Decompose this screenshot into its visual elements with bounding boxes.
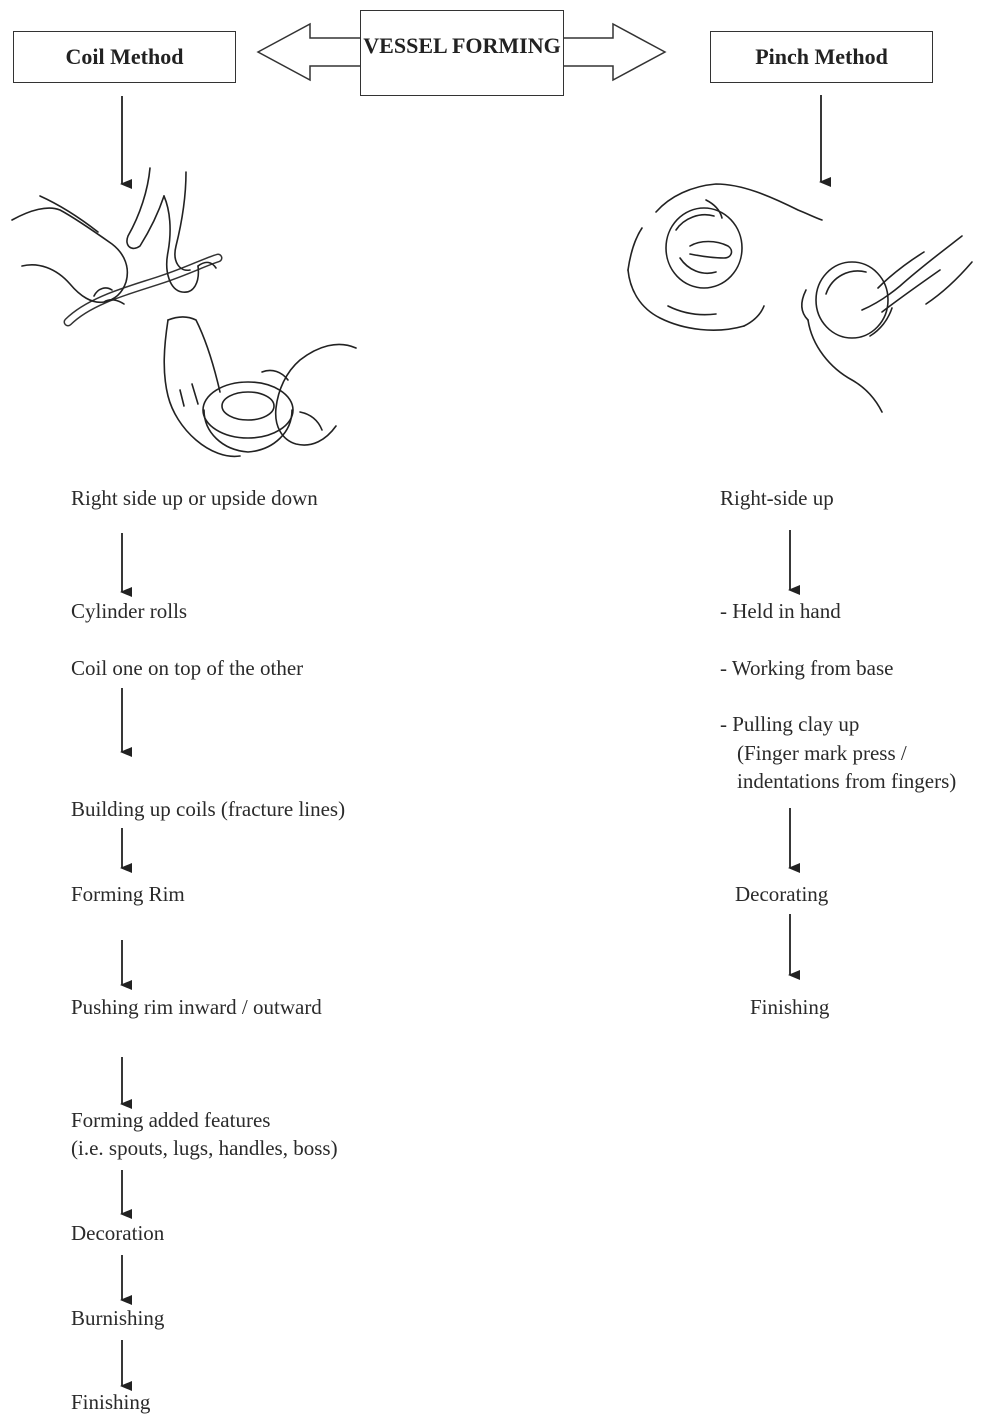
pinch-step-1: Right-side up [720,486,834,510]
coil-step-7b: (i.e. spouts, lugs, handles, boss) [71,1136,338,1160]
title-text: VESSEL FORMING [363,33,561,58]
pinch-step-4: - Pulling clay up [720,712,860,736]
pinch-step-6: Finishing [750,995,830,1019]
coil-step-8: Decoration [71,1221,165,1245]
pinch-arrows [788,95,831,980]
coil-step-1: Right side up or upside down [71,486,318,510]
pinch-step-4b: (Finger mark press / [737,741,907,765]
coil-step-10: Finishing [71,1390,151,1414]
coil-step-5: Forming Rim [71,882,185,906]
pinch-step-4c: indentations from fingers) [737,769,957,793]
coil-illustration [11,167,357,458]
pinch-method-heading: Pinch Method [710,31,933,83]
coil-step-7: Forming added features [71,1108,271,1132]
pinch-heading-text: Pinch Method [755,44,888,69]
coil-step-6: Pushing rim inward / outward [71,995,322,1019]
pinch-step-3: - Working from base [720,656,894,680]
coil-method-heading: Coil Method [13,31,236,83]
pinch-step-2: - Held in hand [720,599,841,623]
coil-step-9: Burnishing [71,1306,165,1330]
pinch-step-5: Decorating [735,882,829,906]
coil-step-3: Coil one on top of the other [71,656,304,680]
coil-heading-text: Coil Method [65,44,184,69]
pinch-illustration [627,183,973,413]
coil-step-4: Building up coils (fracture lines) [71,797,346,821]
vessel-forming-title: VESSEL FORMING [360,10,564,96]
coil-step-2: Cylinder rolls [71,599,188,623]
